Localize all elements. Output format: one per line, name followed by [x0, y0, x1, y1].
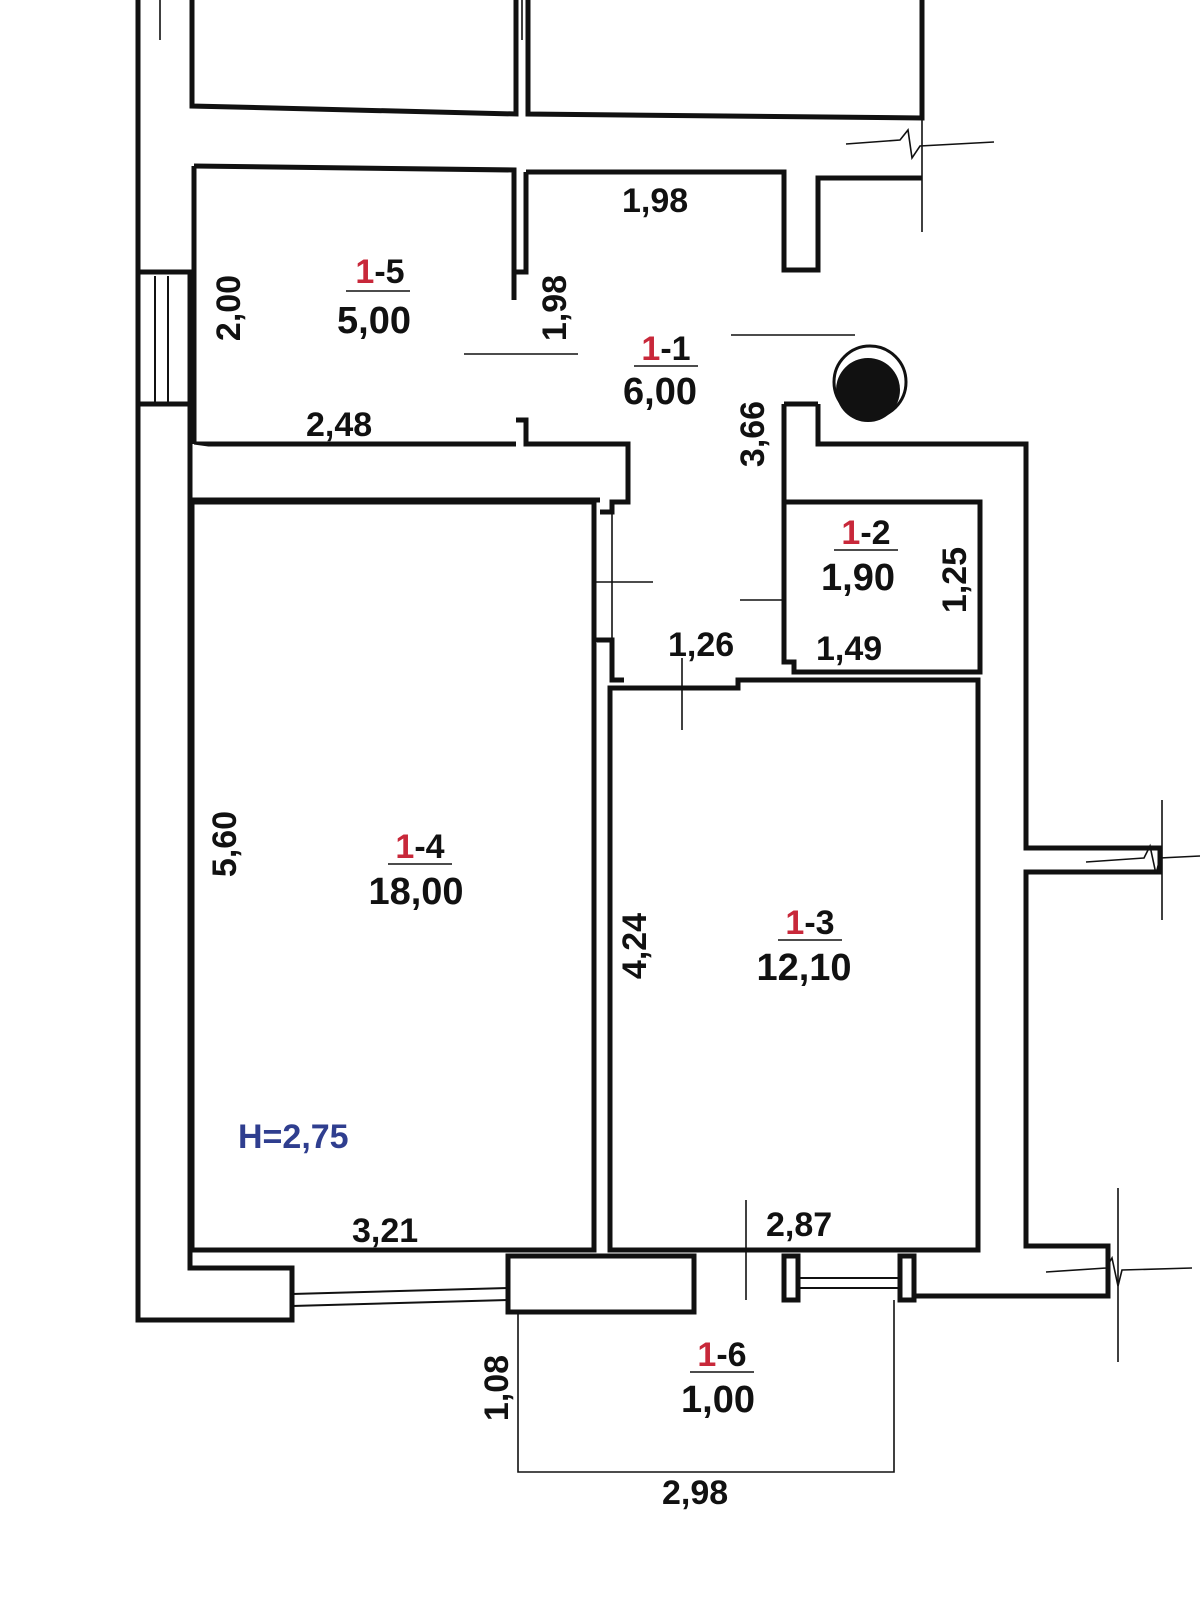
dim-r4-width: 3,21: [352, 1212, 418, 1250]
dim-r5-height: 2,00: [210, 275, 248, 341]
upper-neighbor-rooms: [159, 0, 925, 121]
room-area: 1,00: [681, 1379, 755, 1421]
dim-r1-left: 1,98: [536, 275, 574, 341]
dim-r3-height: 4,24: [616, 913, 654, 979]
room-area: 6,00: [623, 371, 697, 413]
dim-r1-bottom: 1,26: [668, 626, 734, 664]
room-label-1-2: 1-2 1,90: [821, 514, 898, 599]
room-label-1-3: 1-3 12,10: [756, 904, 851, 989]
dim-r6-height: 1,08: [478, 1355, 516, 1421]
room-1-5: [191, 163, 578, 447]
svg-text:1-2: 1-2: [841, 514, 890, 552]
room-suffix: -2: [860, 514, 890, 552]
room-prefix: 1: [641, 330, 660, 368]
dim-r4-height: 5,60: [206, 811, 244, 877]
svg-text:1-6: 1-6: [697, 1336, 746, 1374]
room-suffix: -1: [660, 330, 690, 368]
room-1-4: [189, 499, 624, 1253]
bottom-wall: [291, 1253, 917, 1315]
room-prefix: 1: [785, 904, 804, 942]
right-neighbor-walls: [921, 50, 1163, 1362]
room-suffix: -5: [374, 253, 404, 291]
dim-r2-height: 1,25: [936, 547, 974, 613]
dim-r3-width: 2,87: [766, 1206, 832, 1244]
room-prefix: 1: [355, 253, 374, 291]
room-prefix: 1: [697, 1336, 716, 1374]
dim-r6-width: 2,98: [662, 1474, 728, 1512]
dim-r2-width: 1,49: [816, 630, 882, 668]
outer-left-wall: [135, 0, 295, 1323]
dim-r5-width: 2,48: [306, 406, 372, 444]
vent-shaft: [832, 344, 908, 422]
room-label-1-5: 1-5 5,00: [337, 253, 411, 342]
room-label-1-1: 1-1 6,00: [623, 330, 698, 413]
svg-text:1-1: 1-1: [641, 330, 690, 368]
room-prefix: 1: [841, 514, 860, 552]
room-suffix: -4: [414, 828, 444, 866]
dim-r1-right: 3,66: [734, 401, 772, 467]
break-marks: [845, 128, 1200, 1287]
room-1-6: [517, 1300, 895, 1473]
svg-text:1-5: 1-5: [355, 253, 404, 291]
room-area: 12,10: [756, 947, 851, 989]
room-suffix: -3: [804, 904, 834, 942]
room-area: 1,90: [821, 557, 895, 599]
room-label-1-4: 1-4 18,00: [368, 828, 463, 913]
room-prefix: 1: [395, 828, 414, 866]
room-1-3: [607, 658, 981, 1300]
room-1-2: [781, 499, 983, 675]
room-suffix: -6: [716, 1336, 746, 1374]
svg-text:1-3: 1-3: [785, 904, 834, 942]
room-area: 5,00: [337, 300, 411, 342]
svg-text:1-4: 1-4: [395, 828, 444, 866]
room-label-1-6: 1-6 1,00: [681, 1336, 755, 1421]
room-area: 18,00: [368, 871, 463, 913]
ceiling-height-label: H=2,75: [238, 1118, 349, 1156]
dim-r1-top: 1,98: [622, 182, 688, 220]
